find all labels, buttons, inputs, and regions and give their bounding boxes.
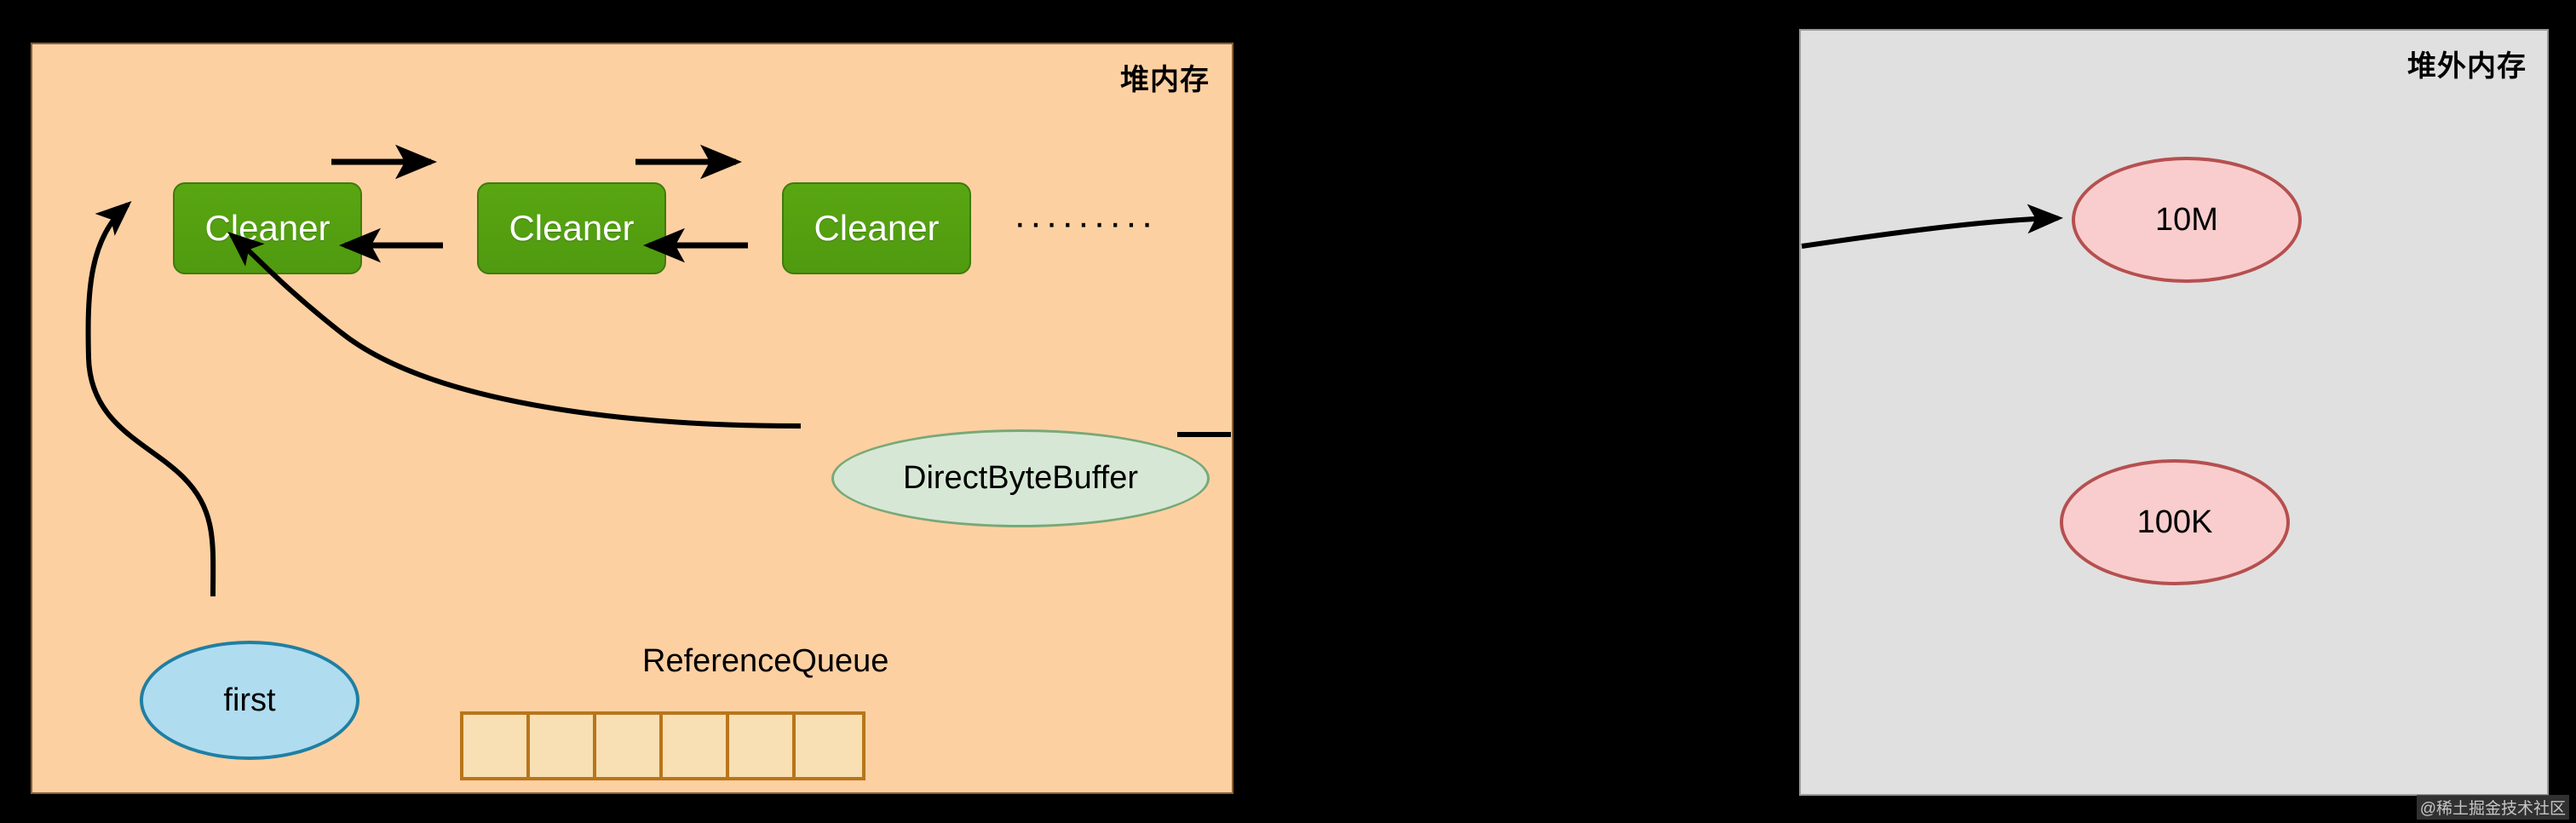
offheap-block-10m-label: 10M	[2155, 201, 2218, 238]
off-heap-memory-panel: 堆外内存 10M 100K	[1799, 29, 2549, 796]
off-heap-memory-title: 堆外内存	[2407, 50, 2527, 83]
reference-queue-slot	[796, 715, 862, 777]
offheap-block-10m: 10M	[2072, 157, 2302, 283]
cleaner-node-2-label: Cleaner	[509, 208, 635, 248]
offheap-block-100k-label: 100K	[2136, 504, 2213, 540]
heap-memory-title: 堆内存	[1120, 64, 1210, 96]
reference-queue-slot	[530, 715, 596, 777]
reference-queue-slot	[729, 715, 796, 777]
direct-byte-buffer-label: DirectByteBuffer	[903, 460, 1138, 496]
heap-memory-panel: 堆内存 Cleaner Cleaner Cleaner ········· Di…	[31, 43, 1233, 794]
reference-queue-slots	[460, 711, 865, 780]
cleaner-node-1: Cleaner	[173, 182, 362, 274]
watermark-label: @稀土掘金技术社区	[2416, 795, 2569, 820]
cleaner-node-2: Cleaner	[477, 182, 666, 274]
reference-queue-slot	[663, 715, 729, 777]
first-pointer-node: first	[140, 641, 359, 760]
first-pointer-label: first	[223, 682, 276, 718]
reference-queue-slot	[596, 715, 663, 777]
reference-queue-slot	[463, 715, 530, 777]
cleaner-node-3-label: Cleaner	[814, 208, 940, 248]
cleaner-chain-ellipsis: ·········	[1014, 202, 1157, 244]
offheap-block-100k: 100K	[2060, 459, 2290, 585]
cleaner-node-1-label: Cleaner	[204, 208, 331, 248]
direct-byte-buffer-node: DirectByteBuffer	[831, 429, 1210, 527]
cleaner-node-3: Cleaner	[782, 182, 971, 274]
reference-queue-label: ReferenceQueue	[642, 643, 889, 679]
